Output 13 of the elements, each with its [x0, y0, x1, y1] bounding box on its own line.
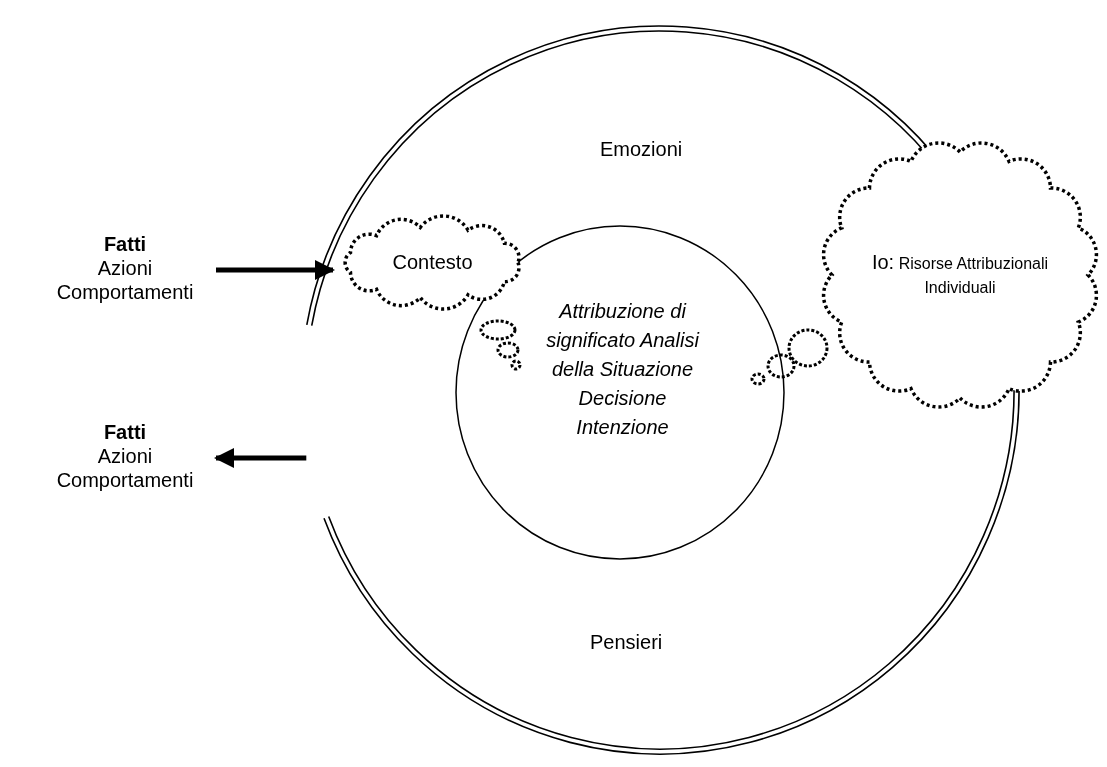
- circle-text: Attribuzione di significato Analisi della Situazione Decisione Intenzione: [545, 299, 701, 440]
- cloud-label: Risorse Attribuzionali Individuali: [898, 255, 1049, 296]
- cloud-label: Io:: [871, 251, 895, 273]
- arrow: [214, 448, 307, 468]
- cloud-label: Contesto: [392, 250, 473, 273]
- ring-label: Emozioni: [600, 137, 683, 161]
- text-body: Azioni Comportamenti: [55, 444, 195, 492]
- arrow: [216, 260, 335, 280]
- ring-label: Pensieri: [590, 630, 663, 654]
- text-heading: Fatti: [102, 420, 148, 444]
- text-body: Azioni Comportamenti: [55, 256, 195, 304]
- text-heading: Fatti: [102, 232, 148, 256]
- thought-cloud: [820, 140, 1100, 410]
